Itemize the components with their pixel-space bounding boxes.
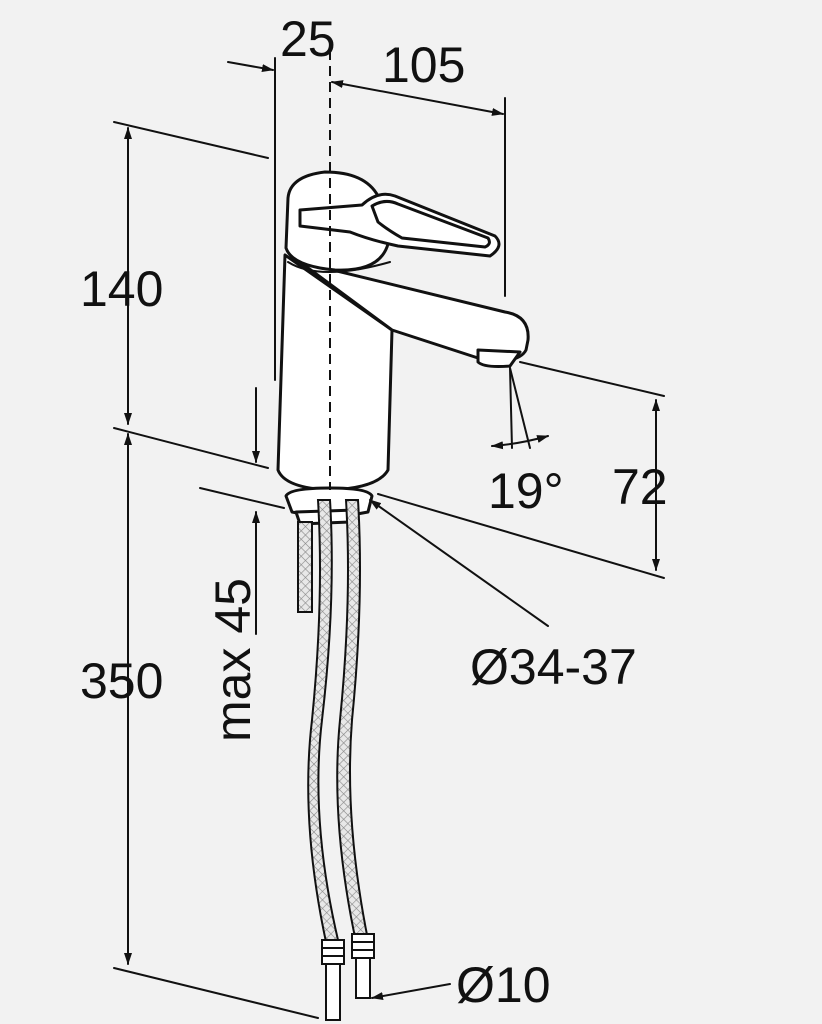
dim-350-bottom-extension: [113, 967, 319, 1019]
dim-140-top-extension: [113, 121, 269, 159]
dimension-labels: 25 105 140 72 19° Ø34-37 350 Ø10 max 45: [80, 11, 668, 1013]
angle-19-vertical: [509, 367, 513, 449]
dim-45-extension: [199, 487, 285, 509]
threaded-stud: [297, 521, 313, 613]
label-hole-diameter: Ø34-37: [470, 639, 637, 695]
dim-72-bottom-extension: [377, 493, 665, 579]
label-connector-diameter: Ø10: [456, 957, 551, 1013]
label-reach-105: 105: [382, 37, 465, 93]
faucet-body: [276, 170, 530, 526]
dim-72-top-extension: [519, 361, 665, 397]
dim-25-arrow-left: [227, 61, 274, 73]
angle-19-slant: [509, 367, 531, 449]
label-offset-25: 25: [280, 11, 336, 67]
hose-connector-right: [351, 933, 375, 999]
dim-105-arrow: [331, 80, 504, 116]
label-hose-length-350: 350: [80, 653, 163, 709]
connector-diameter-leader: [371, 983, 451, 1000]
angle-19-arc: [491, 435, 549, 450]
spout-aerator: [476, 348, 522, 368]
body-ring: [287, 261, 391, 273]
dimension-lines: [113, 57, 665, 1019]
hose-right: [336, 499, 370, 944]
label-max-45: max 45: [205, 578, 261, 742]
dim-140-bottom-extension: [113, 427, 269, 469]
label-spout-height-72: 72: [612, 459, 668, 515]
supply-hoses: [297, 499, 375, 1021]
hole-diameter-leader: [369, 499, 549, 627]
lever-loop-inner: [370, 199, 491, 249]
hose-connector-left: [321, 939, 345, 1021]
label-height-140: 140: [80, 261, 163, 317]
label-angle-19: 19°: [488, 463, 564, 519]
